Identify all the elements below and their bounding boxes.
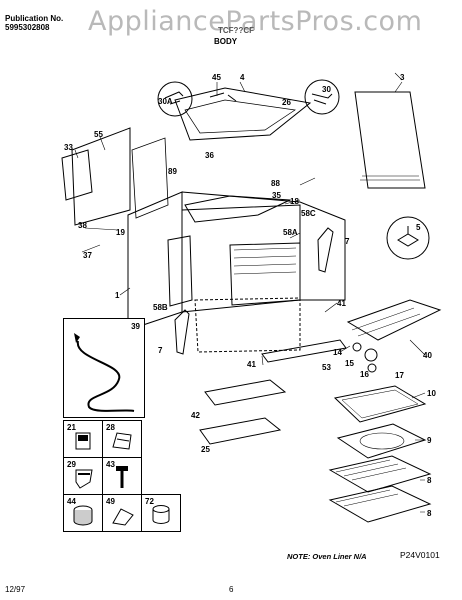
oven-rack-part-2 (328, 485, 432, 523)
bottom-panel-part (204, 379, 287, 406)
callout-36: 36 (205, 151, 214, 160)
footer-date: 12/97 (5, 585, 26, 594)
callout-15: 15 (345, 359, 354, 368)
callout-3: 3 (400, 73, 405, 82)
callout-30: 30 (322, 85, 331, 94)
callout-37: 37 (83, 251, 92, 260)
figure-reference: P24V0101 (400, 550, 440, 560)
broil-pan-part (336, 423, 427, 459)
callout-1: 1 (115, 291, 120, 300)
callout-26: 26 (282, 98, 291, 107)
publication-label: Publication No. (5, 14, 64, 23)
part-box-44: 44 (63, 494, 103, 532)
leg-foot-icon (73, 505, 93, 526)
fastener-icon (75, 469, 93, 489)
watermark-text: AppliancePartsPros.com (88, 6, 423, 37)
bracket-icon (112, 432, 132, 450)
knob-16 (367, 363, 377, 373)
clip-icon (75, 432, 91, 450)
knob-14 (352, 342, 362, 352)
callout-55: 55 (94, 130, 103, 139)
part-box-21-label: 21 (67, 423, 76, 432)
part-box-39-label: 39 (131, 322, 140, 331)
callout-30a: 30A (158, 97, 173, 106)
part-box-43-label: 43 (106, 460, 115, 469)
callout-42: 42 (191, 411, 200, 420)
callout-17: 17 (395, 371, 404, 380)
callout-10: 10 (427, 389, 436, 398)
hinge-part-left (174, 309, 190, 355)
callout-16: 16 (360, 370, 369, 379)
callout-8a: 8 (427, 476, 432, 485)
part-box-72-label: 72 (145, 497, 154, 506)
cabinet-body-part (181, 191, 346, 313)
callout-8b: 8 (427, 509, 432, 518)
callout-45: 45 (212, 73, 221, 82)
oven-liner-note: NOTE: Oven Liner N/A (287, 552, 367, 561)
detail-5-circle (386, 216, 430, 260)
callout-9: 9 (427, 436, 432, 445)
publication-number: 5995302808 (5, 23, 50, 32)
part-box-43: 43 (102, 457, 142, 495)
top-panel-part (174, 87, 312, 141)
model-number: TCF??CF (218, 26, 254, 35)
callout-58a: 58A (283, 228, 298, 237)
broil-grid-part (333, 385, 427, 423)
hinge-part-right (317, 227, 334, 273)
detail-30-circle (304, 79, 340, 115)
part-box-29-label: 29 (67, 460, 76, 469)
callout-41b: 41 (247, 360, 256, 369)
knob-15 (364, 348, 378, 362)
callout-7a: 7 (345, 237, 350, 246)
callout-38: 38 (78, 221, 87, 230)
callout-25: 25 (201, 445, 210, 454)
footer-page: 6 (229, 585, 234, 594)
drawer-liner-part (346, 299, 442, 341)
callout-7b: 7 (158, 346, 163, 355)
part-box-72: 72 (141, 494, 181, 532)
part-box-44-label: 44 (67, 497, 76, 506)
callout-53: 53 (322, 363, 331, 372)
part-box-21: 21 (63, 420, 103, 458)
part-box-28: 28 (102, 420, 142, 458)
drawer-track-part (261, 339, 347, 363)
callout-33: 33 (64, 143, 73, 152)
baffle-part (199, 417, 282, 445)
callout-58b: 58B (153, 303, 168, 312)
part-box-39: 39 (63, 318, 145, 418)
callout-14: 14 (333, 348, 342, 357)
oven-rack-part-1 (328, 455, 432, 493)
callout-18: 18 (290, 197, 299, 206)
rear-panel-part (354, 91, 426, 189)
callout-40: 40 (423, 351, 432, 360)
detail-30a-circle (157, 81, 193, 117)
control-box-part (71, 127, 131, 226)
anti-tip-bracket-icon (112, 508, 134, 526)
callout-88: 88 (271, 179, 280, 188)
section-title: BODY (214, 37, 238, 46)
callout-58c: 58C (301, 209, 316, 218)
part-box-29: 29 (63, 457, 103, 495)
callout-5: 5 (416, 223, 421, 232)
callout-4: 4 (240, 73, 245, 82)
screw-icon (116, 466, 128, 488)
cap-icon (152, 505, 170, 524)
callout-19: 19 (116, 228, 125, 237)
part-box-28-label: 28 (106, 423, 115, 432)
callout-41a: 41 (337, 299, 346, 308)
callout-35: 35 (272, 191, 281, 200)
part-box-49-label: 49 (106, 497, 115, 506)
power-cord-icon (74, 333, 135, 412)
part-box-49: 49 (102, 494, 142, 532)
callout-89: 89 (168, 167, 177, 176)
